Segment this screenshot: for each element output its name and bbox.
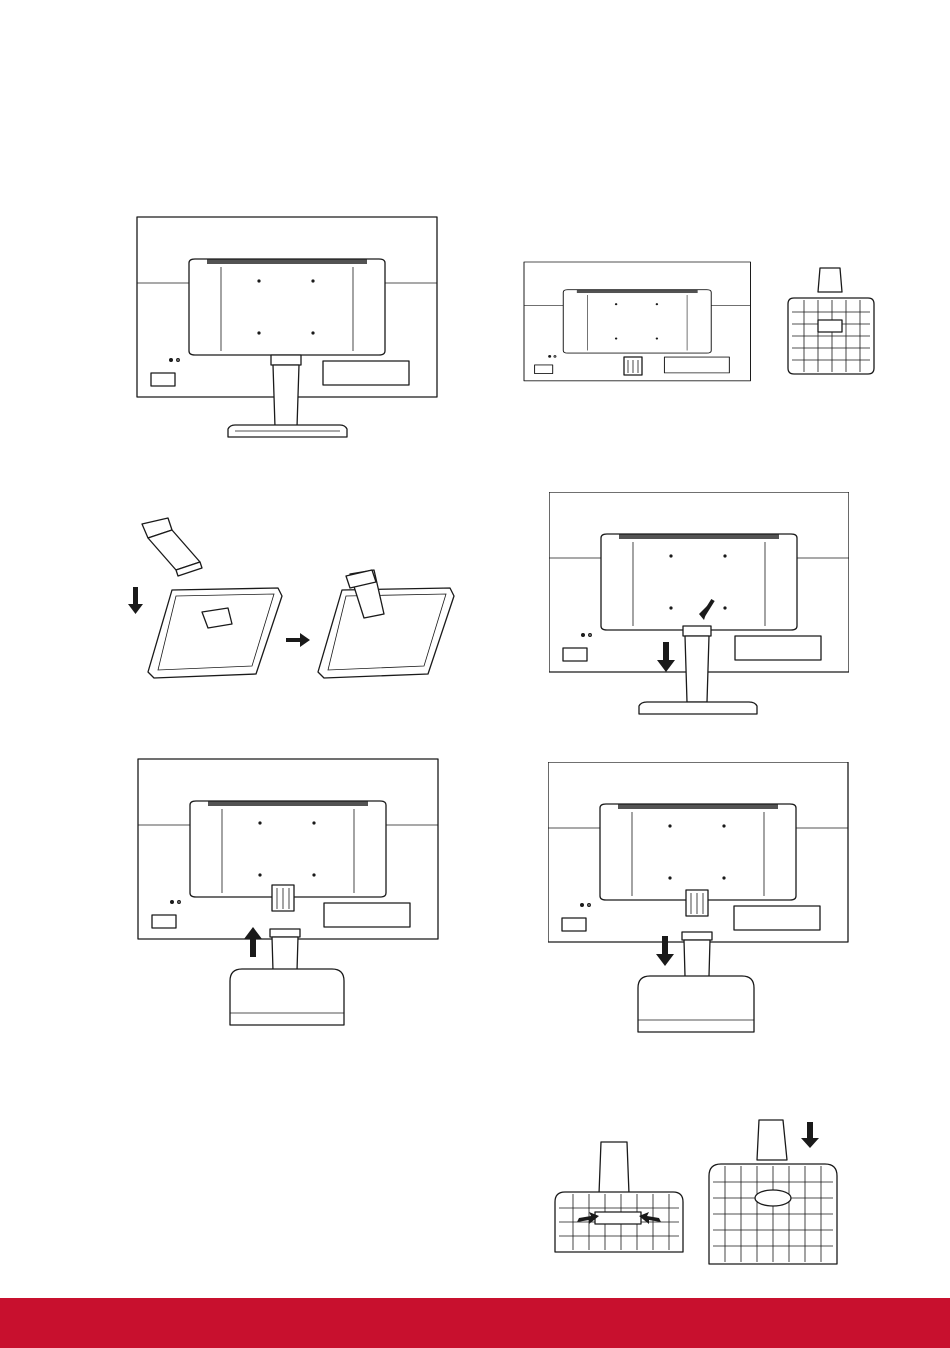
figure-monitor-back-and-base-bottom: [522, 260, 882, 390]
figure-stand-remove-down: [548, 762, 850, 1037]
figure-monitor-back-with-stand: [135, 215, 440, 447]
monitor-rear-view-icon: [549, 492, 849, 720]
arrow-down-icon: [801, 1122, 819, 1148]
arrow-right-icon: [286, 633, 310, 647]
footer-bar: [0, 1298, 950, 1348]
monitor-rear-view-icon: [522, 260, 882, 390]
figure-press-release-button: [549, 492, 849, 720]
monitor-rear-view-icon: [548, 762, 850, 1037]
base-underside-icon: [788, 268, 874, 374]
stand-assembly-icon: [128, 512, 463, 684]
figure-base-release-latches: [553, 1112, 853, 1272]
base-underside-icon: [553, 1112, 853, 1272]
figure-stand-insert-up: [136, 757, 441, 1032]
monitor-rear-view-icon: [135, 215, 440, 447]
figure-stand-arm-into-base: [128, 512, 463, 684]
monitor-rear-view-icon: [136, 757, 441, 1032]
arrow-down-icon: [128, 587, 143, 614]
